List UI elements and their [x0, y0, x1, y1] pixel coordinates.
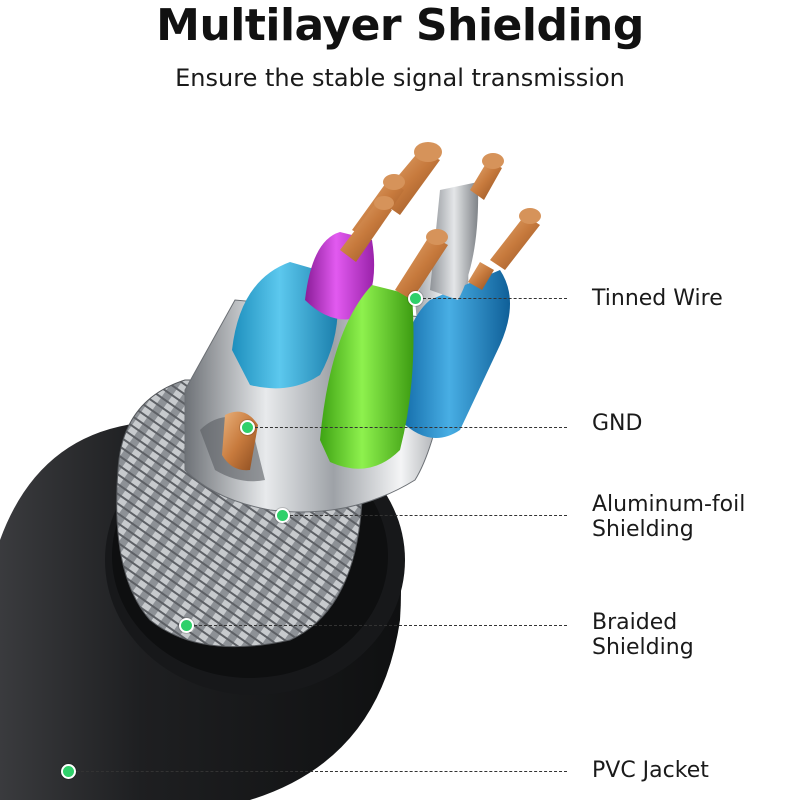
braided-shielding-label: Braided Shielding	[592, 610, 694, 660]
tinned-wire-marker	[408, 291, 423, 306]
conductor-wires	[232, 142, 541, 469]
gnd-label: GND	[592, 411, 643, 436]
braided-shielding-leader-line	[194, 625, 567, 626]
pvc-jacket-leader-line	[76, 771, 567, 772]
copper-strands	[340, 142, 541, 300]
tinned-wire-leader-line	[423, 298, 567, 299]
gnd-marker	[240, 420, 255, 435]
gnd-leader-line	[255, 427, 567, 428]
aluminum-foil-marker	[275, 508, 290, 523]
headline: Multilayer Shielding	[156, 0, 644, 51]
aluminum-foil-leader-line	[290, 515, 567, 516]
aluminum-foil-label: Aluminum-foil Shielding	[592, 492, 746, 542]
pvc-jacket-marker	[61, 764, 76, 779]
subheadline: Ensure the stable signal transmission	[175, 64, 625, 92]
braided-shielding-marker	[179, 618, 194, 633]
pvc-jacket-label: PVC Jacket	[592, 758, 709, 783]
tinned-wire-label: Tinned Wire	[592, 286, 723, 311]
